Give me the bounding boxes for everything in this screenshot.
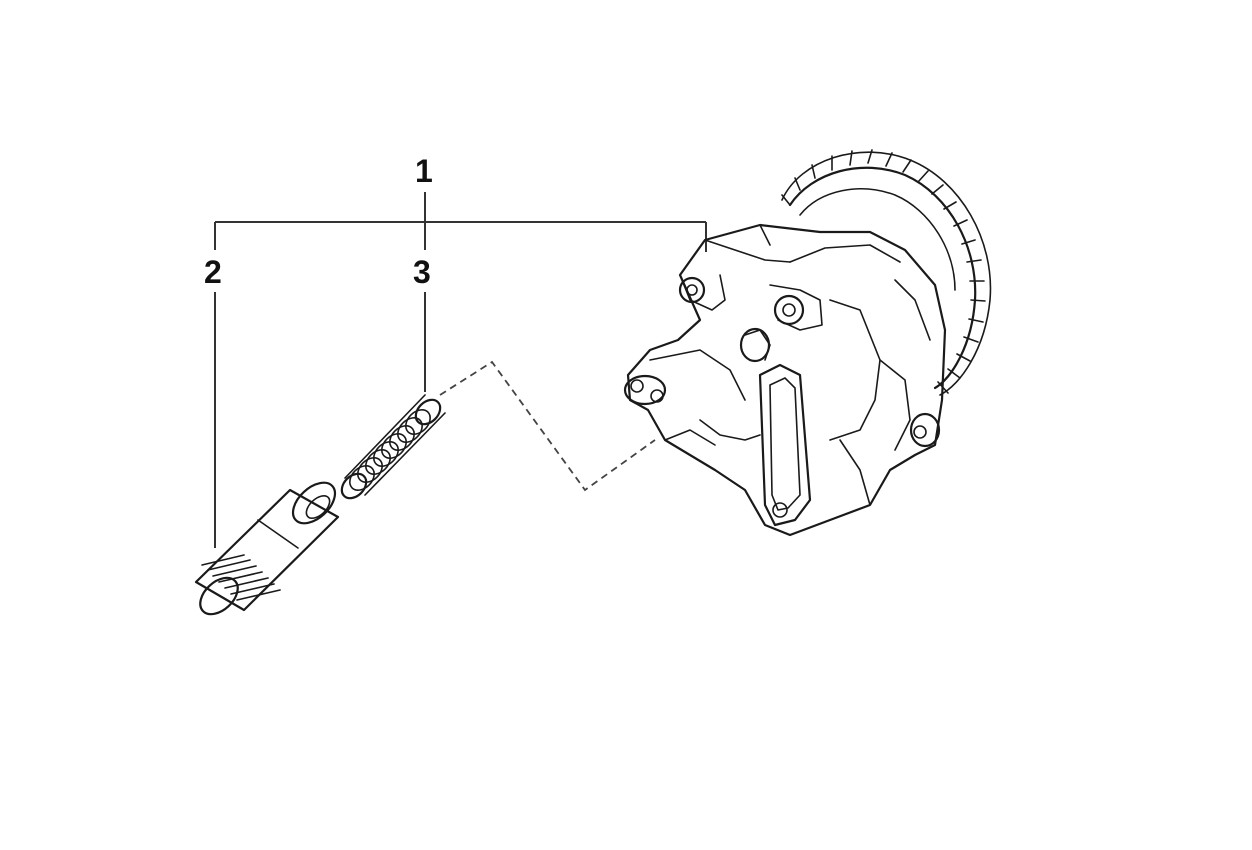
callout-leader-lines xyxy=(214,192,707,548)
installation-path-line xyxy=(439,360,656,492)
oil-pump-assembly-icon xyxy=(623,149,992,537)
gear-icon xyxy=(781,149,992,396)
splined-sleeve-icon xyxy=(194,481,340,616)
callout-3: 3 xyxy=(413,254,431,290)
callout-2: 2 xyxy=(204,254,222,290)
coil-spring-icon xyxy=(340,394,446,500)
callout-1: 1 xyxy=(415,153,433,189)
